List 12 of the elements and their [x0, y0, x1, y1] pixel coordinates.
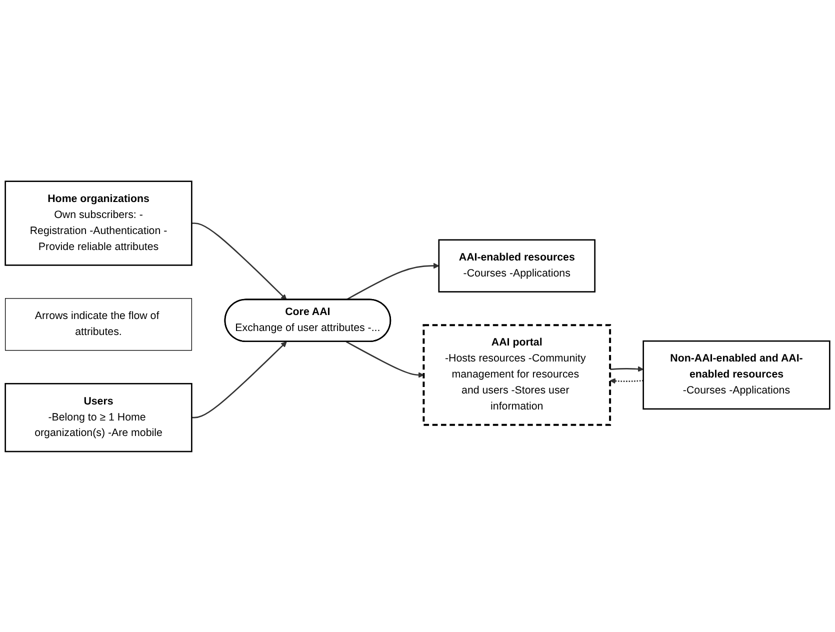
node-box: Non-AAI-enabled and AAI-enabled resources -Courses -Applications	[642, 340, 830, 410]
arrow	[346, 262, 440, 300]
arrow	[192, 341, 287, 418]
node-box: AAI portal -Hosts resources -Community management for resources and users -Stores user information	[422, 324, 612, 426]
arrow	[192, 222, 287, 300]
arrow	[610, 366, 644, 372]
arrow	[610, 378, 644, 384]
node-box: Users -Belong to ≥ 1 Home organization(s) -Are mobile	[4, 382, 192, 452]
node-box: AAI-enabled resources -Courses -Applications	[438, 238, 596, 292]
arrow	[346, 340, 424, 378]
node-box: Arrows indicate the flow of attributes.	[5, 298, 192, 350]
node-box: Home organizations Own subscribers: -Registration -Authentication -Provide reliable attributes	[4, 180, 192, 266]
